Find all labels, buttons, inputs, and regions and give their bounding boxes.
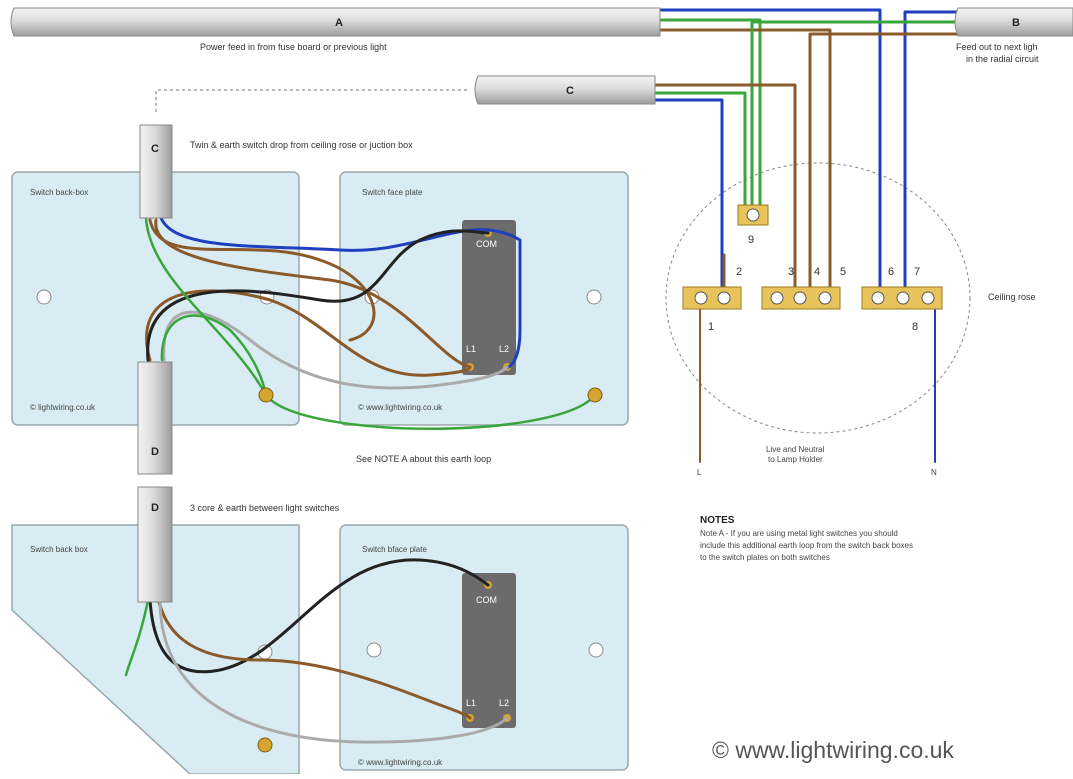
faceplate-bottom-label: Switch bface plate: [362, 545, 427, 554]
faceplate-top-label: Switch face plate: [362, 188, 423, 197]
terminal-number: 5: [840, 266, 846, 278]
earth-terminal-backbox-top: [258, 387, 274, 403]
neutral-lead-label: N: [931, 468, 937, 477]
ceiling-terminal-blocks: [682, 204, 943, 310]
ceiling-rose-label: Ceiling rose: [988, 292, 1036, 302]
switch-mechanism-bottom: [462, 573, 516, 728]
screw-hole: [586, 289, 602, 305]
switch-mechanism-top: [462, 220, 516, 375]
cable-b: B: [954, 7, 1073, 37]
cable-c-top: C: [474, 75, 656, 105]
cable-a: A: [10, 7, 661, 37]
watermark-large: © www.lightwiring.co.uk: [712, 737, 954, 763]
lamp-holder-line2: to Lamp Holder: [768, 455, 823, 464]
earth-loop-note-caption: See NOTE A about this earth loop: [356, 454, 491, 464]
l2-label-bottom: L2: [499, 698, 509, 708]
com-label-top: COM: [476, 239, 497, 249]
terminal-number: 1: [708, 321, 714, 333]
lamp-holder-line1: Live and Neutral: [766, 445, 824, 454]
cable-c-dashed-link: [155, 89, 470, 112]
switch-drop-caption: Twin & earth switch drop from ceiling ro…: [190, 140, 413, 150]
terminal-number-labels: 1 2 3 4 5 6 7 8 9: [708, 234, 920, 333]
cable-c-drop-letter: C: [151, 143, 159, 155]
terminal-number: 4: [814, 266, 820, 278]
terminal-number: 6: [888, 266, 894, 278]
power-feed-caption: Power feed in from fuse board or previou…: [200, 42, 387, 52]
cable-d-bottom-letter: D: [151, 502, 159, 514]
screw-hole: [366, 642, 382, 658]
notes-line2: include this additional earth loop from …: [700, 541, 913, 550]
earth-terminal-backbox-bottom: [257, 737, 273, 753]
bottom-switch-face-plate: Switch bface plate © www.lightwiring.co.…: [339, 524, 629, 771]
l2-label-top: L2: [499, 344, 509, 354]
watermark-backbox-top: © lightwiring.co.uk: [30, 403, 96, 412]
cable-d-top-letter: D: [151, 446, 159, 458]
cable-c-top-letter: C: [566, 85, 574, 97]
three-core-caption: 3 core & earth between light switches: [190, 503, 340, 513]
watermark-faceplate-bottom: © www.lightwiring.co.uk: [358, 758, 443, 767]
cable-c-drop: C: [139, 124, 173, 219]
cable-a-letter: A: [335, 17, 343, 29]
backbox-bottom-label: Switch back box: [30, 545, 88, 554]
live-lead-label: L: [697, 468, 702, 477]
bottom-switch-wires: [124, 558, 509, 753]
l1-label-bottom: L1: [466, 698, 476, 708]
ceiling-wires: [653, 8, 960, 463]
top-switch-wires: [144, 213, 603, 430]
com-label-bottom: COM: [476, 595, 497, 605]
l1-label-top: L1: [466, 344, 476, 354]
terminal-number: 2: [736, 266, 742, 278]
terminal-number: 7: [914, 266, 920, 278]
notes-block: NOTES Note A - If you are using metal li…: [700, 515, 913, 562]
backbox-top-label: Switch back-box: [30, 188, 88, 197]
cable-b-letter: B: [1012, 17, 1020, 29]
terminal-number: 8: [912, 321, 918, 333]
terminal-number: 3: [788, 266, 794, 278]
notes-line3: to the switch plates on both switches: [700, 553, 830, 562]
feed-out-caption-2: in the radial circuit: [966, 54, 1039, 64]
earth-terminal-faceplate-top: [587, 387, 603, 403]
notes-line1: Note A - If you are using metal light sw…: [700, 529, 898, 538]
top-switch-back-box: Switch back-box © lightwiring.co.uk: [11, 171, 300, 426]
screw-hole: [36, 289, 52, 305]
cable-d-top: D: [137, 361, 173, 475]
screw-hole: [588, 642, 604, 658]
terminal-number: 9: [748, 234, 754, 246]
ceiling-rose-outline: [665, 162, 971, 434]
cable-d-bottom: D: [137, 486, 173, 603]
feed-out-caption-1: Feed out to next ligh: [956, 42, 1038, 52]
notes-heading: NOTES: [700, 515, 735, 526]
terminal-block-left: [682, 286, 742, 310]
watermark-faceplate-top: © www.lightwiring.co.uk: [358, 403, 443, 412]
